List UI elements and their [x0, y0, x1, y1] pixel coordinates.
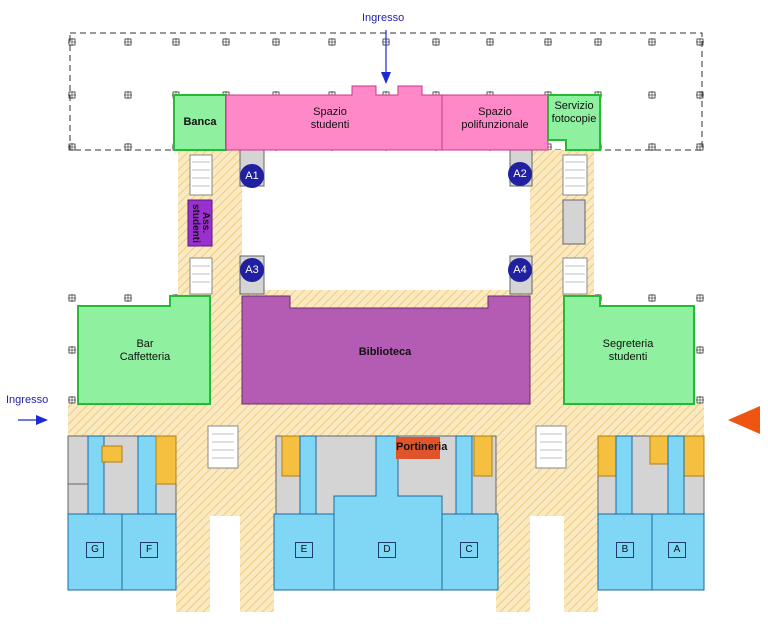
column-marker: [68, 294, 76, 302]
column-marker: [648, 91, 656, 99]
column-marker: [648, 143, 656, 151]
classroom-label-c: C: [460, 542, 478, 558]
lift-a2-icon: A2: [508, 162, 532, 186]
classroom-label-g: G: [86, 542, 104, 558]
column-marker: [68, 38, 76, 46]
label-spazio-studenti-line2: studenti: [310, 118, 350, 131]
label-spazio-polifunzionale-line1: Spazio: [478, 106, 512, 118]
column-marker: [696, 346, 704, 354]
classroom-label-a: A: [668, 542, 686, 558]
room-segreteria-studenti: [563, 295, 695, 405]
label-servizio-fotocopie-line1: Servizio: [554, 100, 594, 112]
label-ass-studenti: Ass. studenti: [190, 203, 211, 243]
block-edc: [273, 435, 499, 591]
column-marker: [696, 143, 704, 151]
column-marker: [544, 38, 552, 46]
label-banca: Banca: [183, 116, 217, 128]
entrance-left-label: Ingresso: [6, 394, 49, 406]
entrance-top-label: Ingresso: [362, 12, 405, 24]
column-marker: [124, 294, 132, 302]
column-marker: [172, 38, 180, 46]
column-marker: [124, 143, 132, 151]
column-marker: [68, 396, 76, 404]
label-spazio-studenti: Spazio studenti: [290, 106, 370, 131]
classroom-e: [273, 513, 335, 591]
column-marker: [696, 91, 704, 99]
label-bar-caffetteria: Bar Caffetteria: [100, 338, 190, 363]
column-marker: [696, 38, 704, 46]
label-segreteria-studenti-line1: Segreteria: [602, 338, 654, 350]
column-marker: [328, 38, 336, 46]
label-biblioteca: Biblioteca: [358, 346, 412, 358]
classroom-label-d: D: [378, 542, 396, 558]
label-segreteria-studenti: Segreteria studenti: [580, 338, 676, 363]
room-spazio-polifunzionale: [441, 94, 549, 151]
column-marker: [648, 294, 656, 302]
column-marker: [432, 38, 440, 46]
label-segreteria-studenti-line2: studenti: [608, 350, 648, 363]
entrance-marker-right-icon: [728, 406, 760, 434]
column-marker: [68, 346, 76, 354]
column-marker: [486, 38, 494, 46]
room-biblioteca: [241, 295, 531, 405]
classroom-label-e: E: [295, 542, 313, 558]
column-marker: [648, 38, 656, 46]
label-portineria: Portineria: [396, 437, 447, 459]
label-bar-caffetteria-line1: Bar: [136, 338, 154, 350]
room-banca: [173, 94, 227, 151]
column-marker: [68, 143, 76, 151]
room-ass-studenti: [187, 199, 213, 247]
column-marker: [222, 38, 230, 46]
column-marker: [124, 38, 132, 46]
room-bar-caffetteria: [77, 295, 211, 405]
classroom-label-f: F: [140, 542, 158, 558]
room-servizio-fotocopie: [547, 94, 601, 151]
column-marker: [696, 396, 704, 404]
block-ba: [597, 435, 705, 591]
lift-a4-icon: A4: [508, 258, 532, 282]
label-servizio-fotocopie: Servizio fotocopie: [544, 100, 604, 125]
label-spazio-polifunzionale-line2: polifunzionale: [461, 118, 529, 131]
column-marker: [68, 91, 76, 99]
label-servizio-fotocopie-line2: fotocopie: [551, 112, 597, 125]
column-marker: [594, 38, 602, 46]
label-spazio-studenti-line1: Spazio: [313, 106, 347, 118]
classroom-label-b: B: [616, 542, 634, 558]
block-gf: [67, 435, 177, 591]
lift-a3-icon: A3: [240, 258, 264, 282]
label-spazio-polifunzionale: Spazio polifunzionale: [442, 106, 548, 131]
label-bar-caffetteria-line2: Caffetteria: [119, 350, 171, 363]
column-marker: [696, 294, 704, 302]
column-marker: [124, 91, 132, 99]
column-marker: [272, 38, 280, 46]
lift-a1-icon: A1: [240, 164, 264, 188]
